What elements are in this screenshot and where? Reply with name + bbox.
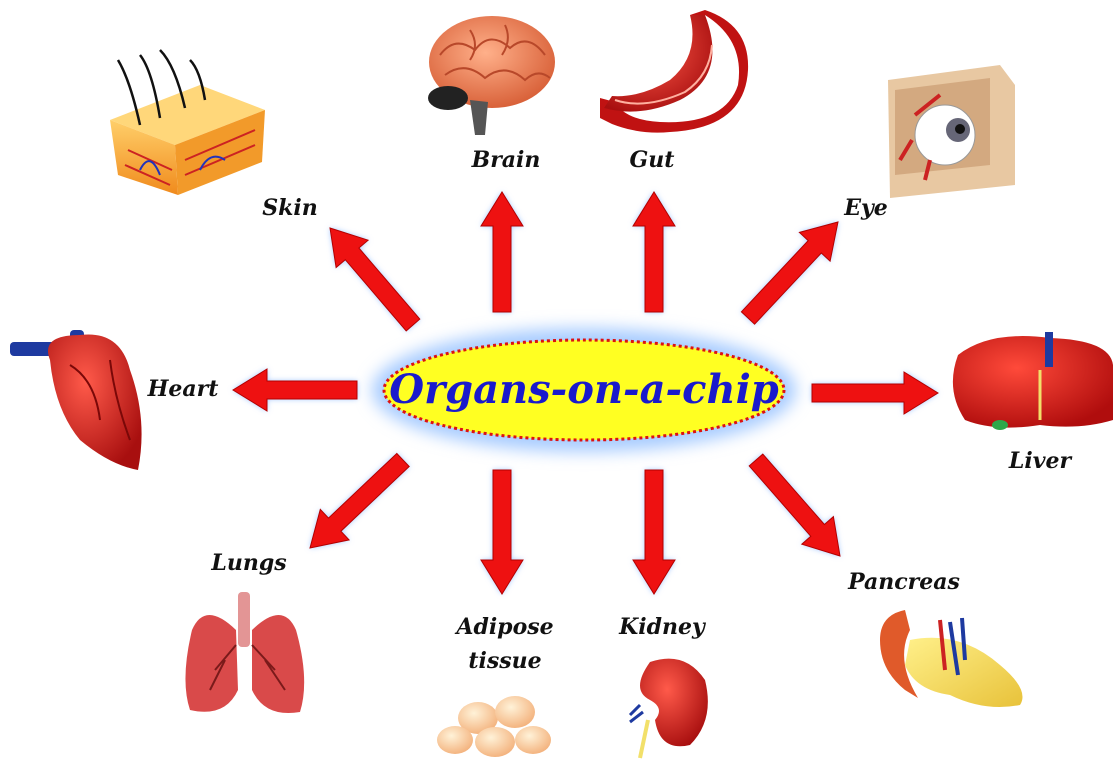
- eye-icon: [888, 65, 1015, 198]
- arrow-to-gut: [633, 192, 675, 312]
- center-title-group: Organs-on-a-chip: [372, 328, 796, 452]
- arrow-to-heart: [233, 369, 357, 411]
- heart-icon: [10, 330, 142, 470]
- organ-label-eye: Eye: [843, 195, 888, 221]
- organ-label-gut: Gut: [630, 147, 675, 173]
- arrow-to-eye: [741, 222, 838, 324]
- organ-label-adipose-line1: Adipose: [454, 614, 553, 640]
- adipose-icon: [437, 696, 551, 757]
- organ-label-liver: Liver: [1008, 448, 1073, 474]
- kidney-icon: [630, 659, 708, 758]
- organ-label-kidney: Kidney: [618, 614, 707, 640]
- arrow-to-kidney: [633, 470, 675, 594]
- organ-label-lungs: Lungs: [210, 550, 286, 576]
- organ-label-adipose-line2: tissue: [468, 648, 541, 674]
- arrow-to-liver: [812, 372, 938, 414]
- arrow-to-pancreas: [749, 454, 840, 556]
- arrow-to-skin: [330, 228, 420, 331]
- organ-label-brain: Brain: [471, 147, 541, 173]
- gut-icon: [600, 10, 748, 133]
- arrow-to-brain: [481, 192, 523, 312]
- arrow-to-adipose: [481, 470, 523, 594]
- organ-label-skin: Skin: [262, 195, 317, 221]
- skin-icon: [110, 50, 265, 195]
- center-title: Organs-on-a-chip: [389, 366, 779, 413]
- lungs-icon: [185, 592, 304, 713]
- brain-icon: [428, 16, 555, 135]
- liver-icon: [953, 332, 1113, 430]
- arrow-to-lungs: [310, 454, 409, 549]
- organ-label-heart: Heart: [147, 376, 219, 402]
- pancreas-icon: [880, 610, 1023, 707]
- organ-label-pancreas: Pancreas: [847, 569, 960, 595]
